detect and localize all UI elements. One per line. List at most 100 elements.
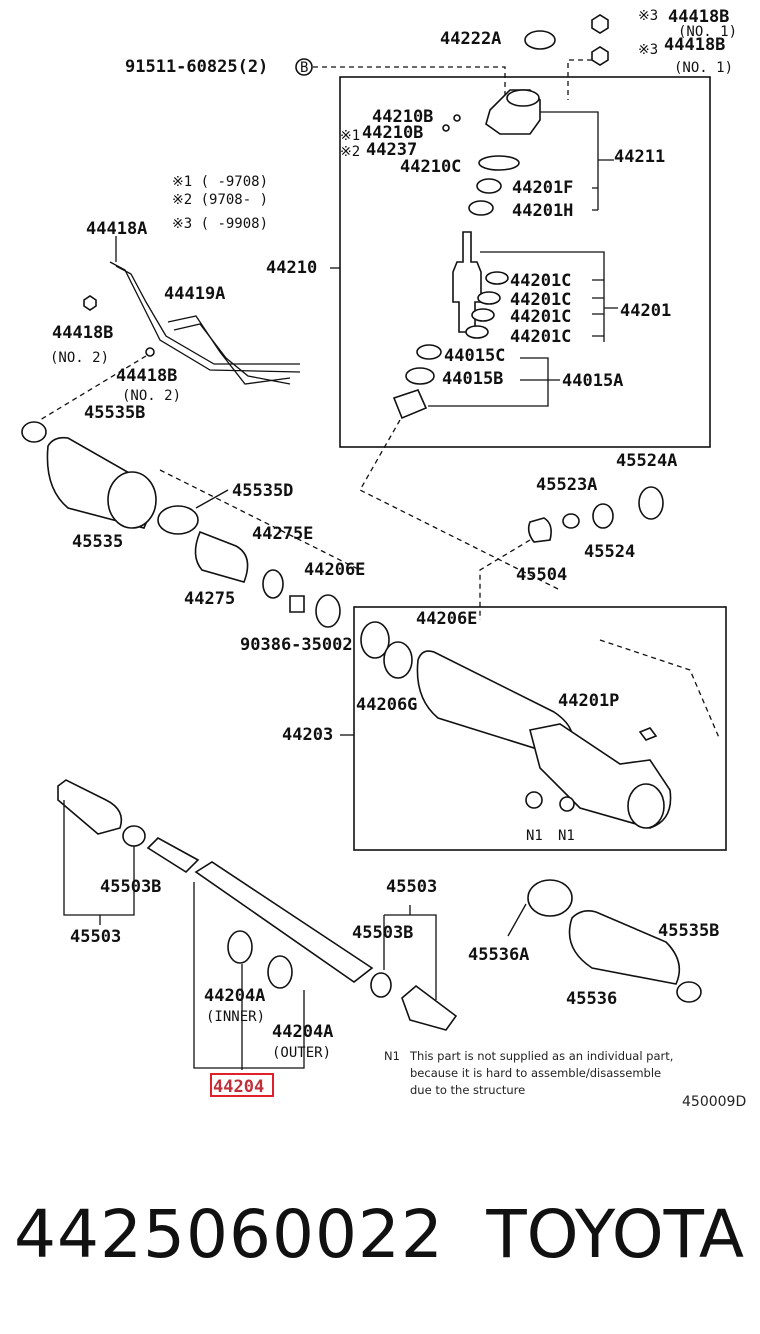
bearing-44015A bbox=[392, 389, 428, 420]
label-44418B-3-note: (NO. 2) bbox=[50, 350, 109, 366]
fitting-N1-a bbox=[525, 791, 543, 809]
label-45503B-1: 45503B bbox=[100, 877, 161, 897]
ring-44015C bbox=[416, 344, 442, 360]
oring-44210C bbox=[478, 155, 520, 171]
bolt-44210B-a bbox=[453, 114, 461, 122]
label-45503-1: 45503 bbox=[70, 927, 121, 947]
clamp-45535B bbox=[21, 421, 47, 443]
legend-2: ※2 (9708- ) bbox=[172, 192, 268, 208]
label-45536A: 45536A bbox=[468, 945, 529, 965]
seal-44201C-d bbox=[465, 325, 489, 339]
label-44418A: 44418A bbox=[86, 219, 147, 239]
label-44201: 44201 bbox=[620, 301, 671, 321]
pipe-lower bbox=[167, 315, 291, 385]
label-44418B-3: 44418B bbox=[52, 323, 113, 343]
seal-44206G bbox=[383, 641, 413, 679]
note-line-3: due to the structure bbox=[410, 1083, 525, 1097]
label-44201C-2: 44201C bbox=[510, 290, 571, 310]
leader-nut-to-valve bbox=[567, 59, 592, 100]
label-44419A: 44419A bbox=[164, 284, 225, 304]
plug-44201P bbox=[638, 727, 658, 741]
note-key: N1 bbox=[384, 1049, 400, 1063]
label-45535B-1: 45535B bbox=[84, 403, 145, 423]
label-44418B-1: 44418B bbox=[668, 7, 729, 27]
mark-3a: ※3 bbox=[638, 8, 658, 24]
bush-44204A-inner bbox=[227, 930, 253, 964]
rack-sleeve bbox=[146, 837, 200, 874]
bracket-44201 bbox=[480, 251, 618, 342]
label-45536: 45536 bbox=[566, 989, 617, 1009]
brand-name: TOYOTA bbox=[486, 1196, 744, 1273]
nut-44418B-d bbox=[145, 347, 155, 357]
mark-3b: ※3 bbox=[638, 42, 658, 58]
highlight-44204 bbox=[210, 1073, 274, 1097]
leader-45535D bbox=[195, 489, 229, 509]
note-line-2: because it is hard to assemble/disassemb… bbox=[410, 1066, 661, 1080]
washer-45503B-a bbox=[122, 825, 146, 847]
housing-port bbox=[627, 783, 665, 829]
pipe-upper-2 bbox=[115, 265, 300, 365]
plug-45524 bbox=[592, 503, 614, 529]
rack-44204 bbox=[194, 861, 374, 983]
label-44201C-4: 44201C bbox=[510, 327, 571, 347]
mark-1: ※1 bbox=[340, 128, 360, 144]
ring-44275E bbox=[262, 569, 284, 599]
washer-45503B-b bbox=[370, 972, 392, 998]
leader-housing-dash bbox=[599, 639, 721, 741]
diagram-code: 450009D bbox=[682, 1094, 746, 1110]
bracket-45503-right bbox=[383, 905, 437, 1000]
label-44015A: 44015A bbox=[562, 371, 623, 391]
pipe-upper bbox=[109, 261, 301, 373]
part-number: 4425060022 bbox=[14, 1196, 444, 1273]
label-44201C-3: 44201C bbox=[510, 307, 571, 327]
mark-2: ※2 bbox=[340, 144, 360, 160]
bracket-44204 bbox=[193, 882, 305, 1070]
seal-45524A bbox=[638, 486, 664, 520]
label-45503B-2: 45503B bbox=[352, 923, 413, 943]
label-N1-b: N1 bbox=[558, 828, 575, 844]
label-45535: 45535 bbox=[72, 532, 123, 552]
label-44204A-2-note: (OUTER) bbox=[272, 1045, 331, 1061]
label-44201F: 44201F bbox=[512, 178, 573, 198]
bracket-44015A bbox=[428, 357, 560, 407]
label-44210B-1: 44210B bbox=[372, 107, 433, 127]
label-91511: 91511-60825(2) bbox=[125, 57, 268, 77]
nut-44418B-b bbox=[591, 46, 609, 66]
guide-45504 bbox=[527, 517, 552, 543]
label-45524: 45524 bbox=[584, 542, 635, 562]
label-44204A-1-note: (INNER) bbox=[206, 1009, 265, 1025]
label-44204A-2: 44204A bbox=[272, 1022, 333, 1042]
circle-b-letter: B bbox=[300, 60, 308, 76]
label-45524A: 45524A bbox=[616, 451, 677, 471]
label-44210: 44210 bbox=[266, 258, 317, 278]
label-N1-a: N1 bbox=[526, 828, 543, 844]
bolt-44210B-b bbox=[442, 124, 450, 132]
label-44418B-2-note: (NO. 1) bbox=[674, 60, 733, 76]
leader-pipe-to-boot bbox=[39, 355, 147, 421]
valve-housing-top bbox=[506, 89, 540, 107]
label-44204A-1: 44204A bbox=[204, 986, 265, 1006]
label-44204: 44204 bbox=[213, 1077, 264, 1097]
bracket-44211 bbox=[540, 111, 614, 211]
seal-44201F bbox=[476, 178, 502, 194]
label-45535B-2: 45535B bbox=[658, 921, 719, 941]
leader-45536A bbox=[507, 903, 527, 937]
nut-44418B-a bbox=[591, 14, 609, 34]
clamp-45535D bbox=[157, 505, 199, 535]
label-44203: 44203 bbox=[282, 725, 333, 745]
spacer-90386 bbox=[289, 595, 305, 613]
bush-44204A-outer bbox=[267, 955, 293, 989]
label-44015B: 44015B bbox=[442, 369, 503, 389]
valve-group-box bbox=[339, 76, 711, 448]
leader-valve-to-rack bbox=[359, 419, 561, 591]
tie-rod-end-45503 bbox=[57, 779, 123, 835]
legend-1: ※1 ( -9708) bbox=[172, 174, 268, 190]
leader-91511 bbox=[313, 66, 506, 95]
ring-44015B bbox=[405, 367, 435, 385]
seal-44206E-b bbox=[360, 621, 390, 659]
bracket-45503-left bbox=[63, 800, 135, 925]
seal-44201C-b bbox=[477, 291, 501, 305]
nut-44418B-c bbox=[83, 295, 97, 311]
footer: 4425060022 TOYOTA bbox=[0, 1190, 760, 1280]
